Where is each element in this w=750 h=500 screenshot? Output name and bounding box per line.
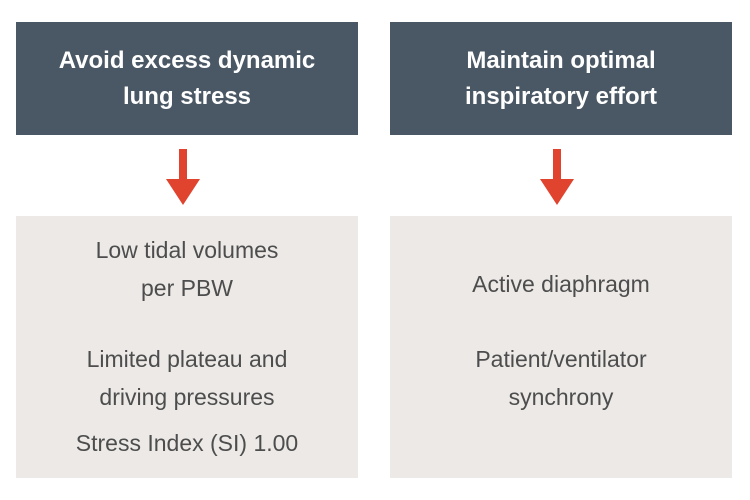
left-header-title: Avoid excess dynamic lung stress <box>58 46 316 110</box>
left-down-arrow-icon <box>163 149 203 205</box>
right-item-synchrony: Patient/ventilator synchrony <box>475 346 647 410</box>
right-header-title: Maintain optimal inspiratory effort <box>464 46 658 110</box>
right-content-box: Active diaphragm Patient/ventilator sync… <box>390 216 732 478</box>
right-down-arrow-icon <box>537 149 577 205</box>
left-item-stress-index: Stress Index (SI) 1.00 <box>75 430 299 456</box>
left-item-pressures: Limited plateau and driving pressures <box>86 346 288 410</box>
left-header-box: Avoid excess dynamic lung stress <box>16 22 358 135</box>
left-content-box: Low tidal volumes per PBW Limited platea… <box>16 216 358 478</box>
right-header-box: Maintain optimal inspiratory effort <box>390 22 732 135</box>
left-item-tidal-volumes: Low tidal volumes per PBW <box>95 237 279 301</box>
right-item-active-diaphragm: Active diaphragm <box>472 271 650 297</box>
